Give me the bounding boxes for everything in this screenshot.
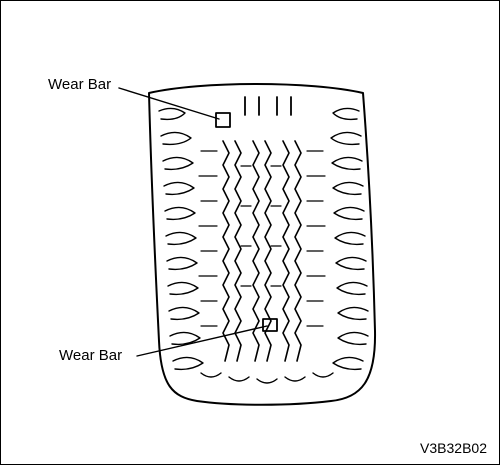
leader-line-bottom	[136, 325, 268, 357]
wear-bar-top	[215, 96, 292, 128]
wear-bar-label-bottom: Wear Bar	[59, 347, 123, 364]
wear-bar-bottom	[262, 318, 278, 332]
circumferential-grooves	[222, 140, 302, 362]
leader-line-top	[118, 87, 220, 120]
left-shoulder-tread	[158, 107, 204, 371]
bottom-tread	[200, 372, 334, 384]
tread-sipes	[198, 150, 326, 327]
figure-code: V3B32B02	[420, 440, 487, 456]
wear-bar-label-top: Wear Bar	[48, 76, 112, 93]
right-shoulder-tread	[330, 107, 369, 371]
tire-outline	[148, 83, 377, 406]
